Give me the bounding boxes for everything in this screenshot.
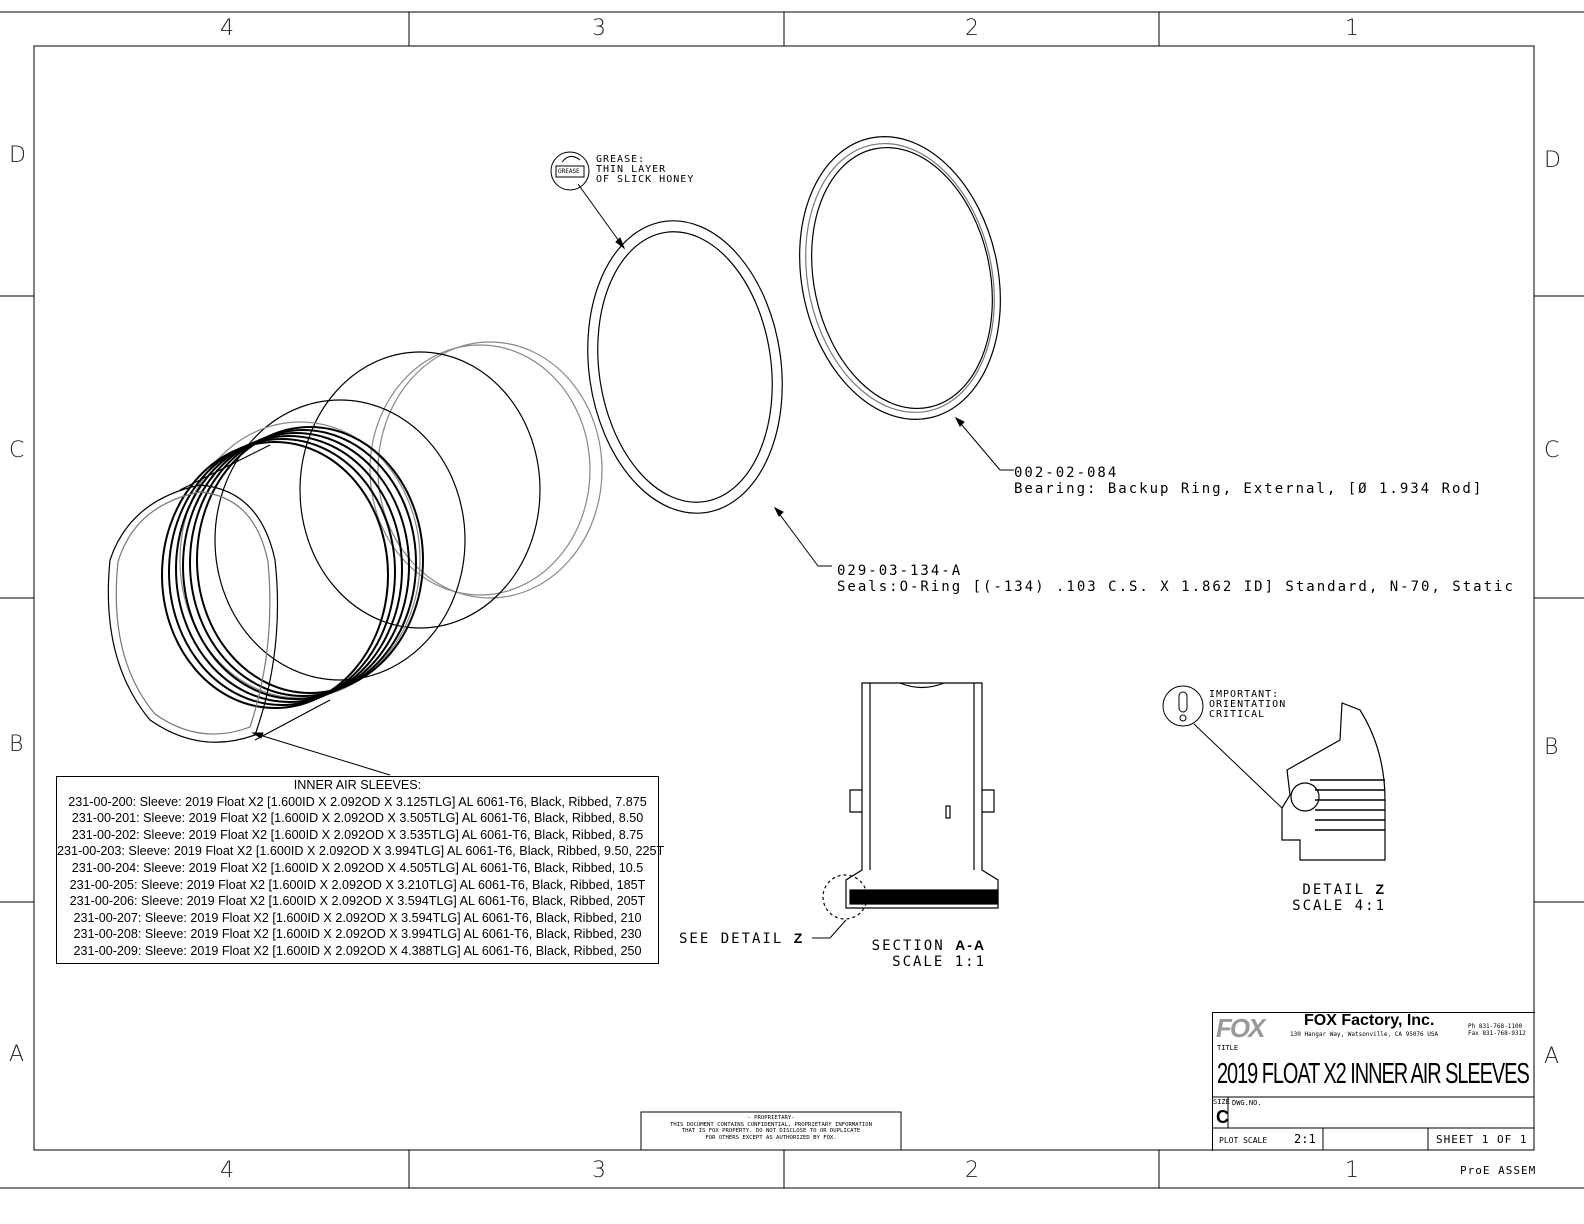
part-number: 029-03-134-A	[837, 563, 963, 579]
notice-line: - PROPRIETARY-	[747, 1115, 795, 1121]
company-name: FOX Factory, Inc.	[1304, 1012, 1435, 1029]
table-row: 231-00-202: Sleeve: 2019 Float X2 [1.600…	[71, 827, 644, 842]
inner-air-sleeves-table: INNER AIR SLEEVES: 231-00-200: Sleeve: 2…	[56, 776, 665, 964]
see-detail-callout: SEE DETAIL Z	[679, 930, 804, 947]
table-row: 231-00-205: Sleeve: 2019 Float X2 [1.600…	[69, 877, 646, 892]
detail-ref: Z	[1375, 881, 1386, 897]
detail-scale: SCALE 4:1	[1292, 898, 1386, 914]
proe-assem-label: ProE ASSEM	[1460, 1164, 1537, 1177]
note-line: THIN LAYER	[596, 164, 667, 175]
title-block	[1212, 1012, 1535, 1151]
grease-note: GREASE: THIN LAYER OF SLICK HONEY	[596, 155, 694, 185]
part-description: Seals:O-Ring [(-134) .103 C.S. X 1.862 I…	[837, 579, 1515, 595]
size-label: SIZE	[1213, 1098, 1230, 1106]
grease-icon-label: GREASE	[558, 168, 580, 175]
table-row: 231-00-201: Sleeve: 2019 Float X2 [1.600…	[71, 811, 644, 826]
column-label: 1	[1345, 16, 1359, 41]
notice-line: THAT IS FOX PROPERTY. DO NOT DISCLOSE TO…	[681, 1128, 861, 1134]
notice-line: FOR OTHERS EXCEPT AS AUTHORIZED BY FOX.	[705, 1134, 837, 1141]
title-block-lines	[1212, 1096, 1534, 1150]
sheet-number: SHEET 1 OF 1	[1436, 1133, 1528, 1146]
detail-label: DETAIL Z SCALE 4:1	[1276, 881, 1386, 914]
note-line: CRITICAL	[1209, 709, 1266, 720]
table-row: 231-00-208: Sleeve: 2019 Float X2 [1.600…	[73, 927, 642, 942]
table-row: 231-00-207: Sleeve: 2019 Float X2 [1.600…	[73, 910, 642, 925]
company-contact: Ph 831-768-1100 Fax 831-768-9312	[1468, 1023, 1526, 1037]
row-label: D	[9, 143, 26, 168]
note-line: IMPORTANT:	[1209, 689, 1280, 700]
fax: Fax 831-768-9312	[1468, 1030, 1526, 1037]
column-label: 3	[592, 1158, 606, 1183]
drawing-title: 2019 FLOAT X2 INNER AIR SLEEVES	[1217, 1058, 1530, 1090]
size-value: C	[1216, 1107, 1229, 1127]
note-line: OF SLICK HONEY	[596, 174, 695, 185]
plot-scale-label: PLOT SCALE	[1219, 1136, 1268, 1145]
fox-logo: FOX	[1216, 1013, 1265, 1043]
company-address: 130 Hangar Way, Watsonville, CA 95076 US…	[1290, 1031, 1439, 1038]
column-label: 3	[592, 16, 606, 41]
row-label: B	[1544, 735, 1559, 760]
backup-ring-part	[799, 136, 1001, 420]
o-ring-part	[587, 220, 783, 514]
column-label: 4	[220, 16, 234, 41]
phone: Ph 831-768-1100	[1468, 1023, 1523, 1030]
title-label: TITLE	[1217, 1044, 1239, 1052]
section-label: SECTION A-A SCALE 1:1	[856, 937, 986, 970]
column-label: 2	[965, 16, 979, 41]
proprietary-notice: - PROPRIETARY- THIS DOCUMENT CONTAINS CO…	[641, 1115, 901, 1141]
inner-air-sleeve-part	[107, 341, 603, 743]
see-detail-label: SEE DETAIL	[679, 931, 784, 947]
row-label: A	[9, 1042, 25, 1067]
note-line: GREASE:	[596, 154, 646, 165]
section-a-a-view	[822, 682, 999, 920]
important-note: IMPORTANT: ORIENTATION CRITICAL	[1209, 690, 1286, 720]
section-ref: A-A	[955, 937, 986, 953]
note-line: ORIENTATION	[1209, 699, 1287, 710]
section-title: SECTION	[871, 938, 945, 954]
section-scale: SCALE 1:1	[892, 954, 986, 970]
row-label: C	[1544, 438, 1560, 463]
leader-lines	[251, 183, 1283, 939]
column-label: 4	[220, 1158, 234, 1183]
detail-ref: Z	[793, 930, 805, 946]
table-row: 231-00-206: Sleeve: 2019 Float X2 [1.600…	[69, 894, 646, 909]
table-row: 231-00-200: Sleeve: 2019 Float X2 [1.600…	[68, 794, 647, 809]
row-label: A	[1544, 1044, 1560, 1069]
row-label: C	[9, 438, 25, 463]
part-number: 002-02-084	[1014, 465, 1119, 481]
table-row: 231-00-203: Sleeve: 2019 Float X2 [1.600…	[57, 844, 665, 859]
grease-icon	[550, 151, 590, 191]
column-label: 1	[1345, 1158, 1359, 1183]
table-row: 231-00-204: Sleeve: 2019 Float X2 [1.600…	[71, 860, 644, 875]
detail-z-view	[1281, 702, 1386, 861]
table-row: 231-00-209: Sleeve: 2019 Float X2 [1.600…	[73, 943, 642, 958]
column-label: 2	[965, 1158, 979, 1183]
dwg-no-label: DWG.NO.	[1232, 1099, 1262, 1107]
o-ring-callout: 029-03-134-A Seals:O-Ring [(-134) .103 C…	[837, 563, 1515, 595]
proprietary-box	[640, 1111, 902, 1151]
important-icon	[1162, 685, 1204, 727]
plot-scale-value: 2:1	[1294, 1132, 1316, 1146]
row-label: B	[9, 732, 24, 757]
part-description: Bearing: Backup Ring, External, [Ø 1.934…	[1014, 481, 1484, 497]
row-label: D	[1544, 148, 1561, 173]
backup-ring-callout: 002-02-084 Bearing: Backup Ring, Externa…	[1014, 465, 1483, 497]
detail-title: DETAIL	[1302, 882, 1365, 898]
table-heading: INNER AIR SLEEVES:	[293, 778, 422, 792]
notice-line: THIS DOCUMENT CONTAINS CONFIDENTIAL, PRO…	[669, 1121, 873, 1128]
